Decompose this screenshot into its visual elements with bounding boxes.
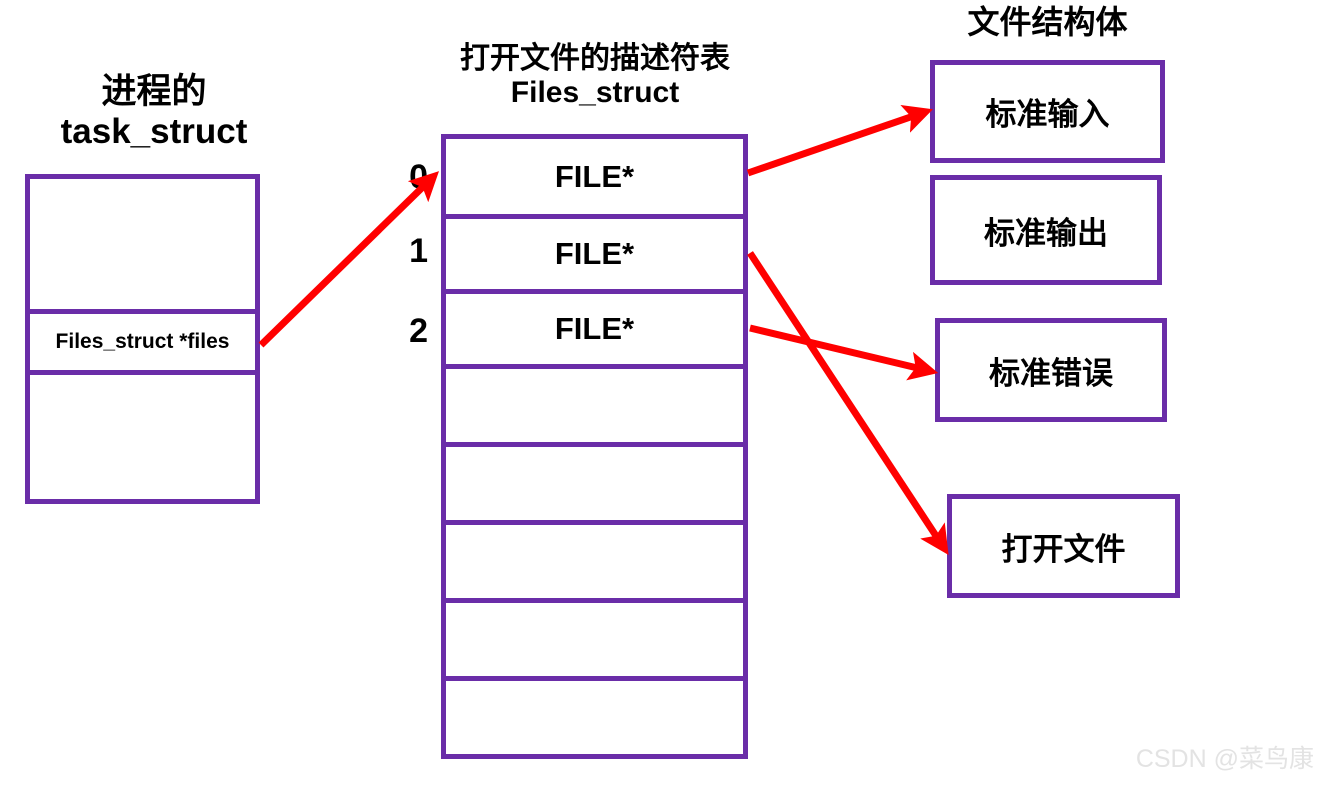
task-struct-box: Files_struct *files (25, 174, 260, 504)
fd-index-1: 1 (409, 232, 428, 270)
files-struct-title: 打开文件的描述符表 Files_struct (460, 42, 730, 110)
file-struct-box-stdout: 标准输出 (930, 175, 1162, 285)
task-struct-row-empty-bottom (30, 375, 255, 499)
task-struct-row-files-pointer: Files_struct *files (30, 309, 255, 375)
fd-row-7 (446, 676, 743, 754)
file-struct-title: 文件结构体 (967, 4, 1128, 40)
fd-row-2: FILE* (446, 289, 743, 364)
fd-index-0: 0 (409, 158, 428, 196)
fd-row-3 (446, 364, 743, 442)
arrow-fd1-to-openfile (747, 251, 949, 556)
fd-index-2: 2 (409, 312, 428, 350)
arrow-fd0-to-stdin (746, 104, 933, 177)
fd-row-5 (446, 520, 743, 598)
task-struct-title: 进程的 task_struct (60, 72, 248, 151)
file-struct-box-stdin: 标准输入 (930, 60, 1165, 163)
fd-row-0: FILE* (554, 158, 635, 194)
task-struct-row-empty-top (30, 179, 255, 309)
csdn-watermark: CSDN @菜鸟康 (1135, 745, 1314, 773)
arrow-fd2-to-stderr (749, 324, 939, 381)
file-struct-box-openfile: 打开文件 (947, 494, 1180, 598)
files-struct-table: FILE* FILE* FILE* (441, 134, 748, 759)
fd-row-4 (446, 442, 743, 520)
fd-row-1: FILE* (446, 214, 743, 289)
fd-row-6 (446, 598, 743, 676)
file-struct-box-stderr: 标准错误 (935, 318, 1167, 422)
